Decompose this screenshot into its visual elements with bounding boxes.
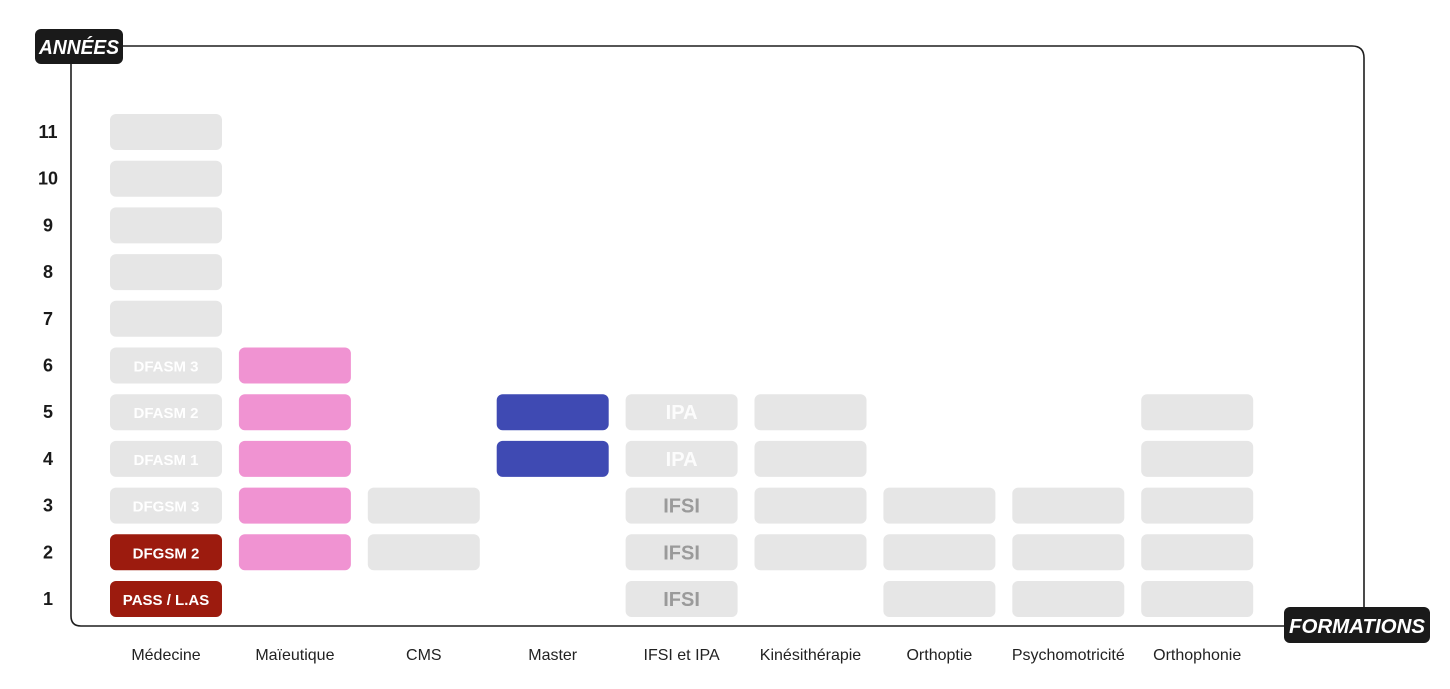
year-cell <box>625 487 738 524</box>
year-cell <box>110 254 222 291</box>
formation-tick-label: Kinésithérapie <box>760 647 862 664</box>
cell-label: DFASM 3 <box>133 359 198 376</box>
cell-label: IPA <box>666 402 698 424</box>
year-cell <box>238 394 351 431</box>
formation-ticks: Médecine Maïeutique CMS Master IFSI et IPA Ki… <box>131 647 1241 664</box>
year-tick-label: 8 <box>43 262 53 282</box>
year-cell <box>110 300 222 337</box>
year-tick-label: 4 <box>43 449 53 469</box>
year-cell <box>883 487 996 524</box>
y-axis-label: ANNÉES <box>38 36 120 59</box>
cell-label: DFGSM 2 <box>133 545 200 562</box>
year-cell <box>1012 487 1125 524</box>
year-cell <box>1012 581 1125 617</box>
formation-tick-label: IFSI et IPA <box>644 647 721 664</box>
year-cell <box>754 440 867 477</box>
year-cell <box>625 534 738 571</box>
year-cell <box>625 581 738 617</box>
cell-label: IFSI <box>663 542 700 564</box>
cell-label: IPA <box>666 449 698 471</box>
year-cell <box>883 581 996 617</box>
formation-tick-label: Médecine <box>131 647 200 664</box>
x-axis-label: FORMATIONS <box>1289 616 1426 638</box>
year-cell <box>238 534 351 571</box>
year-cell <box>1141 487 1254 524</box>
year-cell <box>883 534 996 571</box>
cell-label: IFSI <box>663 589 700 611</box>
x-axis-badge: FORMATIONS <box>1284 607 1430 643</box>
year-cell <box>110 534 222 571</box>
formation-tick-label: CMS <box>406 647 442 664</box>
year-cell <box>754 394 867 431</box>
year-tick-label: 9 <box>43 215 53 235</box>
formation-tick-label: Psychomotricité <box>1012 647 1125 664</box>
year-cell <box>1141 440 1254 477</box>
year-tick-label: 7 <box>43 309 53 329</box>
year-cell <box>110 207 222 244</box>
year-tick-label: 6 <box>43 356 53 376</box>
year-tick-label: 10 <box>38 169 58 189</box>
year-cell <box>110 394 222 431</box>
year-cell <box>754 534 867 571</box>
year-tick-label: 1 <box>43 589 53 609</box>
year-tick-label: 3 <box>43 496 53 516</box>
year-cell <box>625 440 738 477</box>
formation-tick-label: Maïeutique <box>255 647 334 664</box>
year-cell <box>238 440 351 477</box>
year-cell <box>496 394 609 431</box>
year-cell <box>1141 534 1254 571</box>
year-cell <box>1012 534 1125 571</box>
year-tick-label: 11 <box>38 122 57 142</box>
year-cell <box>367 487 480 524</box>
year-cell <box>110 440 222 477</box>
formation-tick-label: Master <box>528 647 578 664</box>
formation-tick-label: Orthoptie <box>906 647 972 664</box>
cells-group: PASS / L.AS DFGSM 2 DFGSM 3 DFASM 1 DFASM 2 D… <box>110 114 1254 617</box>
cell-label: DFASM 1 <box>133 452 198 469</box>
year-cell <box>496 440 609 477</box>
cell-label: DFASM 2 <box>133 405 198 422</box>
formation-tick-label: Orthophonie <box>1153 647 1241 664</box>
year-cell <box>110 581 222 617</box>
year-cell <box>1141 581 1254 617</box>
year-cell <box>110 114 222 150</box>
year-cell <box>1141 394 1254 431</box>
year-cell <box>110 347 222 384</box>
year-cell <box>238 347 351 384</box>
cell-label: IFSI <box>663 496 700 518</box>
year-cell <box>110 160 222 197</box>
y-axis-badge: ANNÉES <box>35 29 123 64</box>
year-cell <box>367 534 480 571</box>
cell-label: DFGSM 3 <box>133 499 200 516</box>
year-cell <box>754 487 867 524</box>
cell-label: PASS / L.AS <box>123 592 209 609</box>
year-ticks: 1 2 3 4 5 6 7 8 9 10 11 <box>38 122 58 609</box>
year-tick-label: 2 <box>43 542 53 562</box>
year-tick-label: 5 <box>43 402 53 422</box>
year-cell <box>238 487 351 524</box>
year-cell <box>625 394 738 431</box>
year-cell <box>110 487 222 524</box>
